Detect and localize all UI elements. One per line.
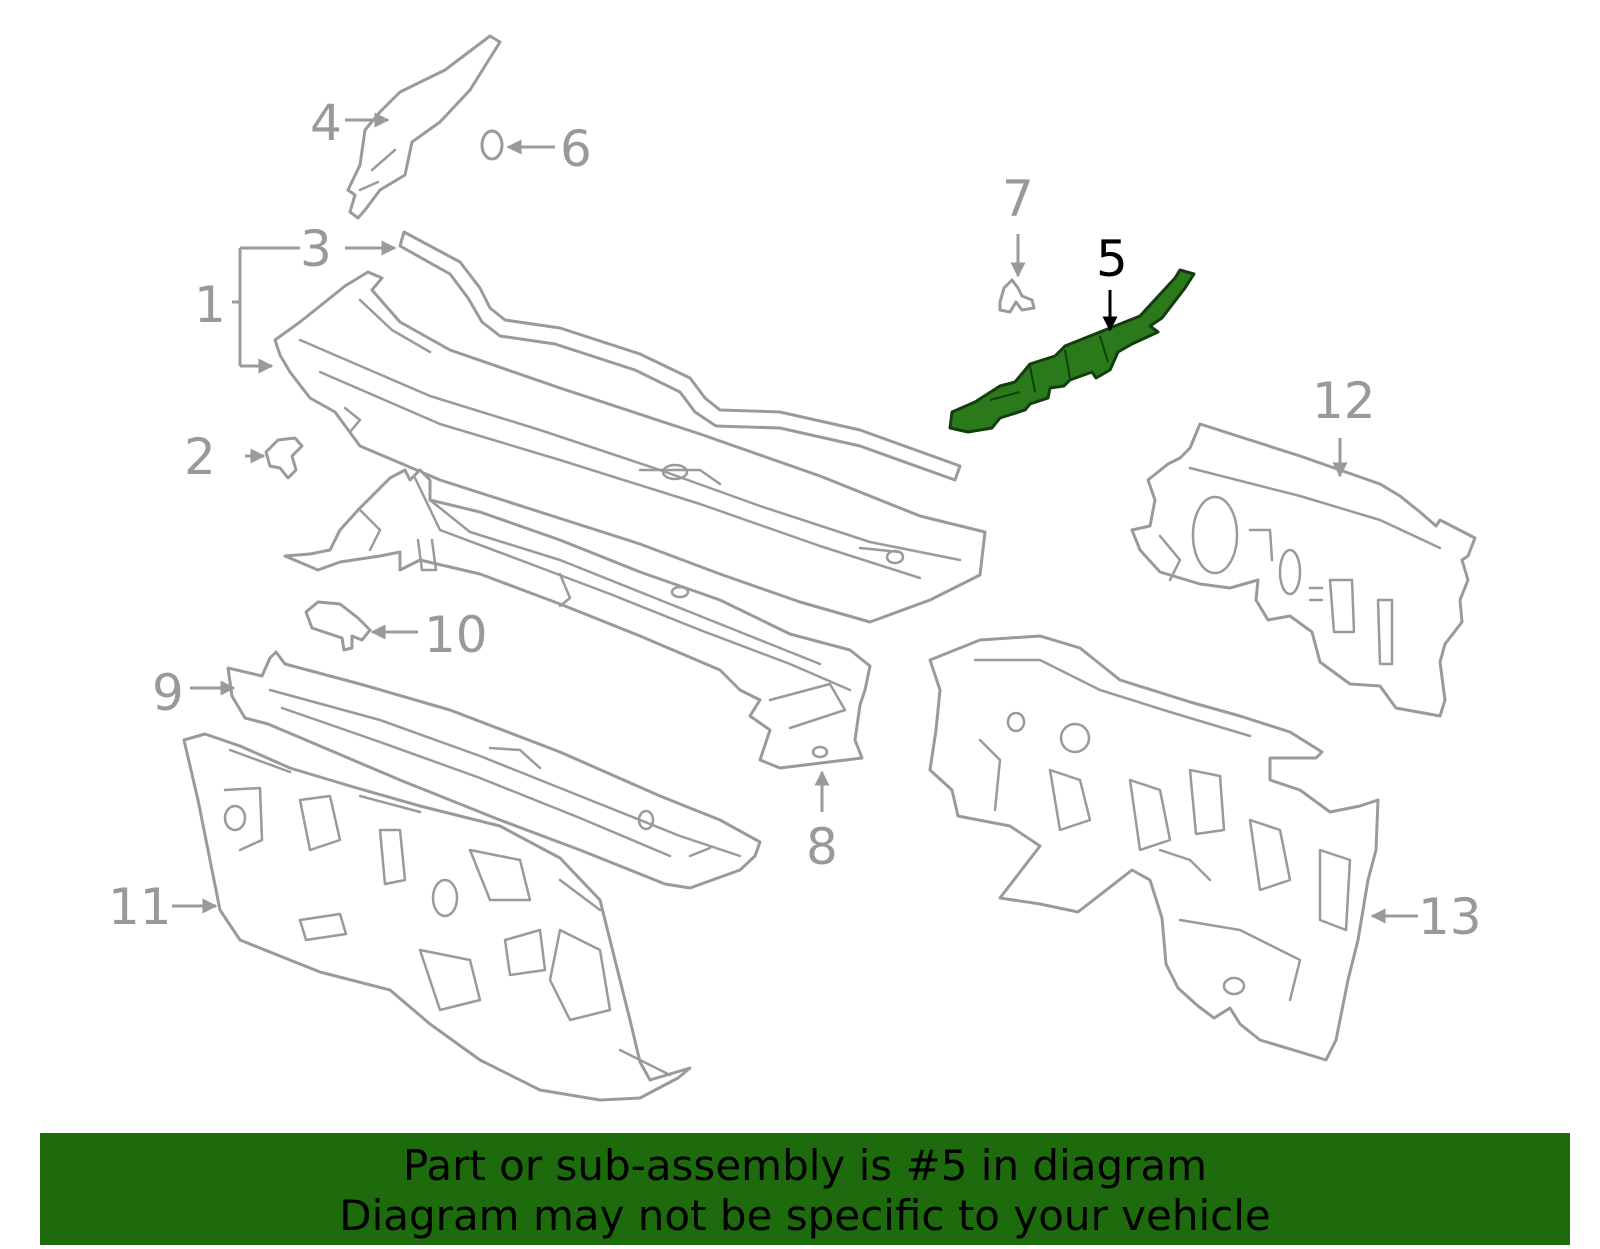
callout-11: 11 [108, 878, 172, 936]
part-11-dash-panel[interactable] [182, 732, 692, 1102]
callout-6: 6 [560, 120, 592, 178]
callout-7: 7 [1002, 170, 1034, 228]
part-4-cowl-side-cover[interactable] [346, 34, 502, 220]
part-8-lower-cowl[interactable] [283, 468, 872, 770]
banner-line-1: Part or sub-assembly is #5 in diagram [402, 1141, 1208, 1190]
banner-line-2: Diagram may not be specific to your vehi… [339, 1191, 1271, 1240]
callout-8: 8 [806, 818, 838, 876]
part-5-cowl-reinforcement[interactable] [948, 268, 1196, 434]
callout-10: 10 [424, 606, 488, 664]
part-6-clip[interactable] [480, 129, 504, 161]
part-3-weatherstrip[interactable] [398, 230, 962, 482]
leader-lines [172, 112, 1418, 924]
callout-12: 12 [1312, 372, 1376, 430]
callout-13: 13 [1418, 888, 1482, 946]
part-7-clip[interactable] [998, 278, 1036, 314]
part-9-dash-upper-panel[interactable] [226, 650, 762, 890]
part-13-dash-insulator[interactable] [928, 634, 1380, 1062]
callout-9: 9 [152, 664, 184, 722]
part-1-cowl-panel[interactable] [273, 270, 987, 624]
callout-5: 5 [1096, 230, 1128, 288]
part-2-clip[interactable] [264, 436, 304, 480]
part-12-dash-insulator[interactable] [1130, 422, 1477, 718]
callout-3: 3 [300, 220, 332, 278]
part-10-bracket[interactable] [304, 600, 372, 652]
callout-labels: 1 2 3 4 5 6 7 8 9 10 11 12 13 [108, 94, 1482, 946]
callout-1: 1 [194, 276, 226, 334]
callout-2: 2 [184, 428, 216, 486]
callout-4: 4 [310, 94, 342, 152]
info-banner: Part or sub-assembly is #5 in diagram Di… [40, 1133, 1570, 1245]
